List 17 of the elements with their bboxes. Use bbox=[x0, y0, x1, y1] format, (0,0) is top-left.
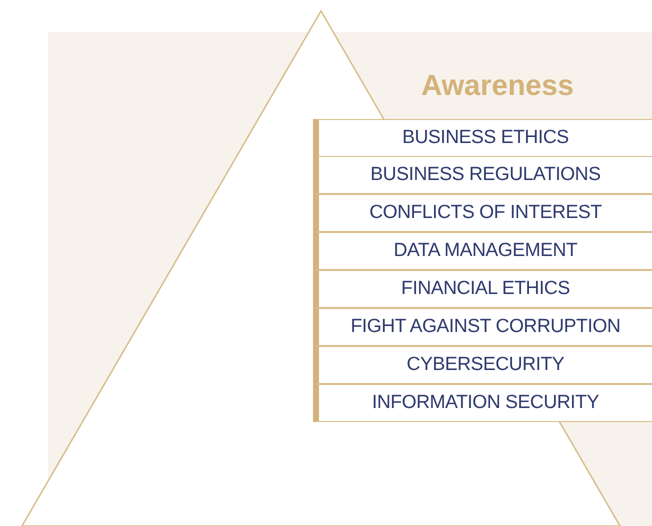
topic-label: CYBERSECURITY bbox=[406, 352, 564, 377]
topic-row bbox=[313, 194, 652, 232]
topic-label: BUSINESS ETHICS bbox=[402, 126, 569, 150]
topic-row bbox=[313, 232, 652, 270]
topic-label: BUSINESS REGULATIONS bbox=[370, 162, 601, 187]
topic-label: CONFLICTS OF INTEREST bbox=[369, 200, 602, 225]
topic-row bbox=[313, 346, 652, 384]
topic-row bbox=[313, 119, 652, 157]
title: Awareness bbox=[420, 69, 575, 104]
topic-label: INFORMATION SECURITY bbox=[372, 390, 599, 415]
topic-label: FINANCIAL ETHICS bbox=[401, 276, 570, 301]
topic-label: DATA MANAGEMENT bbox=[394, 238, 578, 263]
topic-row bbox=[313, 384, 652, 422]
topic-label: FIGHT AGAINST CORRUPTION bbox=[350, 314, 620, 339]
topic-row bbox=[313, 308, 652, 346]
topic-row bbox=[313, 270, 652, 308]
topic-row bbox=[313, 156, 652, 194]
